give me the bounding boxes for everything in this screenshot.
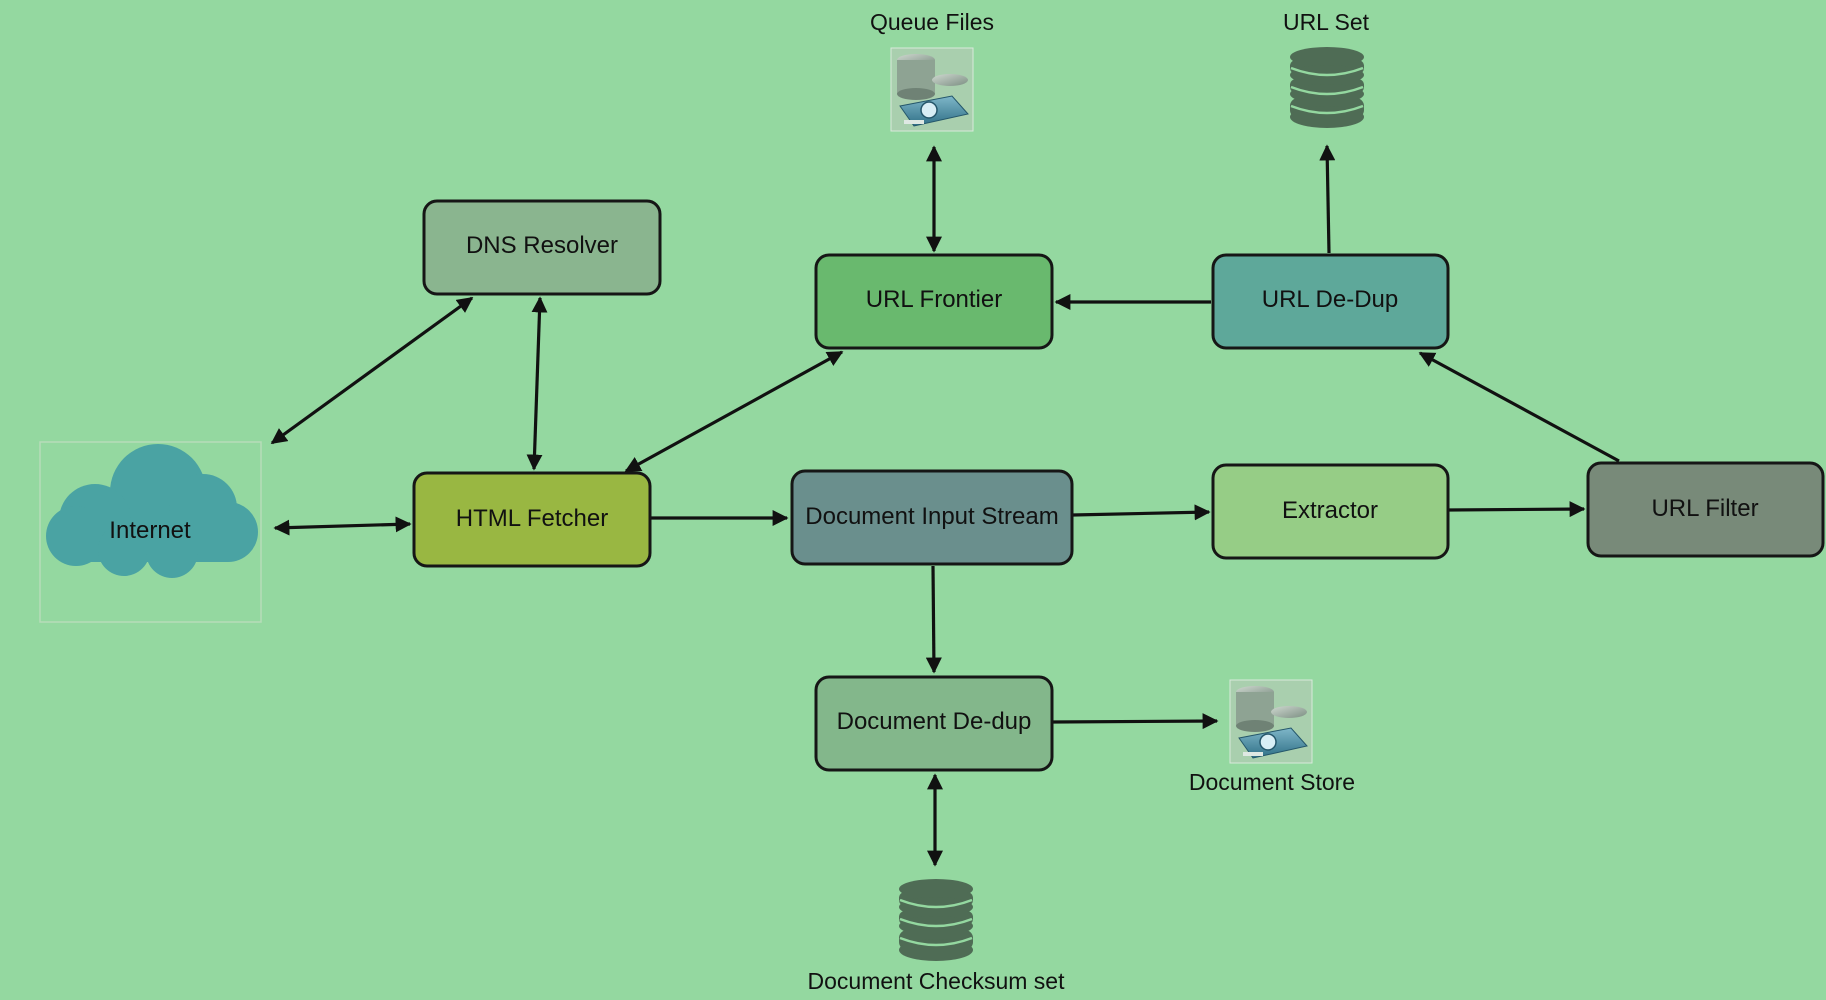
url-dedup-box: URL De-Dup — [1211, 253, 1450, 350]
queue-files-label: Queue Files — [870, 9, 994, 35]
cloud-icon — [46, 444, 258, 578]
arrow-internet-html-fetcher — [273, 516, 412, 536]
queue-files-node: Queue Files — [870, 9, 994, 132]
url-dedup-label: URL De-Dup — [1262, 286, 1399, 313]
database-server-icon — [890, 47, 974, 132]
url-set-node: URL Set — [1283, 9, 1370, 128]
arrow-document-dedup-document-store — [1052, 713, 1219, 730]
internet-label: Internet — [109, 517, 191, 544]
document-checksum-set-node: Document Checksum set — [808, 879, 1066, 994]
html-fetcher-label: HTML Fetcher — [456, 505, 608, 532]
document-checksum-set-label: Document Checksum set — [808, 968, 1066, 994]
arrow-url-dedup-url-set — [1319, 144, 1336, 254]
dns-resolver-label: DNS Resolver — [466, 232, 618, 259]
arrow-internet-dns-resolver — [270, 296, 474, 445]
document-dedup-box: Document De-dup — [814, 675, 1054, 772]
extractor-box: Extractor — [1211, 463, 1450, 560]
url-frontier-label: URL Frontier — [866, 286, 1002, 313]
extractor-label: Extractor — [1282, 497, 1378, 524]
arrow-html-fetcher-url-frontier — [624, 350, 844, 473]
dns-resolver-box: DNS Resolver — [422, 199, 662, 296]
arrow-document-input-stream-document-dedup — [925, 565, 942, 674]
url-frontier-box: URL Frontier — [814, 253, 1054, 350]
arrow-html-fetcher-dns-resolver — [526, 296, 548, 471]
database-server-icon — [1229, 679, 1313, 764]
internet-node: Internet — [39, 441, 262, 623]
arrow-extractor-url-filter — [1447, 501, 1586, 518]
arrow-url-filter-url-dedup — [1418, 351, 1620, 463]
document-input-stream-box: Document Input Stream — [790, 469, 1074, 566]
url-filter-label: URL Filter — [1651, 495, 1758, 522]
document-store-label: Document Store — [1189, 769, 1355, 795]
database-icon — [899, 879, 973, 961]
document-dedup-label: Document De-dup — [837, 708, 1032, 735]
internet-frame — [39, 441, 262, 623]
arrow-document-input-stream-extractor — [1072, 504, 1211, 521]
connector-arrows — [270, 144, 1620, 867]
html-fetcher-box: HTML Fetcher — [412, 471, 652, 568]
document-input-stream-label: Document Input Stream — [805, 503, 1058, 530]
url-filter-box: URL Filter — [1586, 461, 1825, 558]
database-icon — [1290, 47, 1364, 128]
url-set-label: URL Set — [1283, 9, 1370, 35]
document-store-node: Document Store — [1189, 679, 1355, 795]
